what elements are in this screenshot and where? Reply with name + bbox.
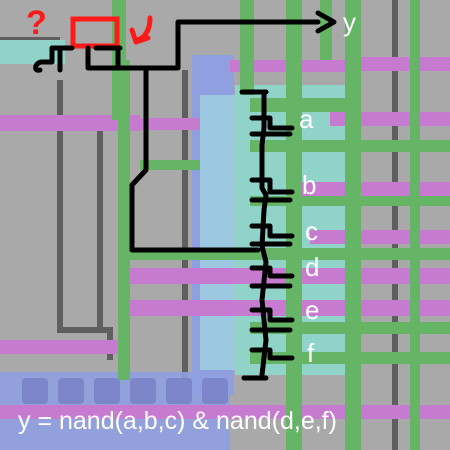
question-mark: ?: [26, 4, 47, 42]
input-label-e: e: [305, 295, 319, 325]
drop-wire: [129, 65, 253, 253]
input-label-c: c: [305, 216, 318, 246]
input-label-f: f: [307, 338, 315, 368]
input-label-b: b: [302, 170, 316, 200]
input-label-d: d: [305, 252, 319, 282]
output-wire: [145, 19, 321, 71]
formula-caption: y = nand(a,b,c) & nand(d,e,f): [18, 407, 337, 435]
rung-c: [249, 223, 295, 247]
arrowhead-icon: [129, 27, 151, 45]
left-node-wire: [33, 45, 75, 73]
labels: y a b c d e f y = nand(a,b,c) & nand(d,e…: [18, 7, 356, 435]
output-label-y: y: [343, 7, 356, 37]
rung-e: [249, 307, 295, 333]
rung-a: [249, 115, 295, 137]
output-arrow-icon: [315, 10, 337, 34]
input-label-a: a: [299, 104, 314, 134]
rung-d: [249, 265, 295, 289]
rung-f: [249, 347, 295, 361]
ladder-spine: [239, 89, 269, 381]
rung-b: [249, 177, 295, 203]
gate-wire: [85, 45, 151, 71]
wiring: [33, 10, 337, 381]
